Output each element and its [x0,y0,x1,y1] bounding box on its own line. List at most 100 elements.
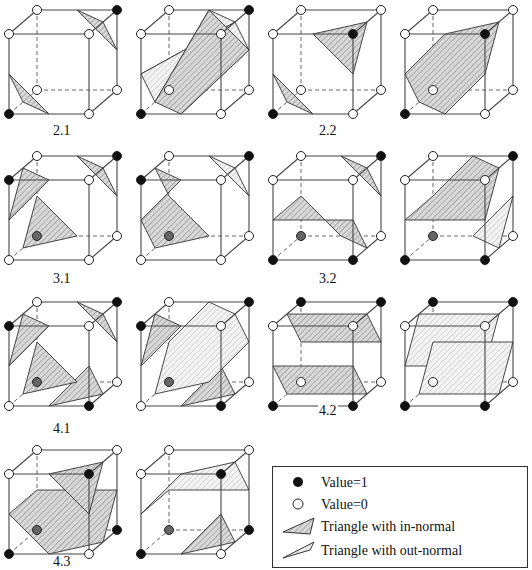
cube-edge [221,450,249,474]
cube-vertex [137,322,146,331]
cube-vertex [269,322,278,331]
cube-vertex [401,110,410,119]
cube-vertex [33,86,42,95]
cube-edge [273,33,353,34]
cube-vertex [377,6,386,15]
cube-edge [352,180,353,260]
cube-edge [485,382,513,406]
cube-edge [89,10,117,34]
cube-vertex [137,110,146,119]
cube-vertex [349,402,358,411]
cube-vertex [33,232,42,241]
cube-vertex [349,30,358,39]
cube-edge [273,10,301,34]
cube-edge [248,302,249,382]
cube-edge [353,382,381,406]
iso-triangle [23,342,77,394]
cube-vertex [33,152,42,161]
cube-edge [512,10,513,90]
cube-edge [9,553,89,554]
legend-box: Value=1Value=0Triangle with in-normalTri… [272,466,528,568]
cube-vertex [85,256,94,265]
cube-edge [9,473,89,474]
cube-vertex [297,232,306,241]
cube-edge [9,179,89,180]
hidden-edge [273,236,301,260]
iso-triangle [419,342,513,394]
iso-triangle [313,22,367,74]
cube-edge [485,10,513,34]
cube-edge [220,474,221,554]
cube-edge [301,155,381,156]
case-label: 2.2 [318,124,338,138]
cube-edge [485,90,513,114]
legend-text: Value=0 [321,498,368,512]
cube-vertex [165,152,174,161]
cube-vertex [5,550,14,559]
cube-edge [353,10,381,34]
cube-edge [221,530,249,554]
cube-edge [169,449,249,450]
iso-triangle [9,490,117,554]
cube-edge [273,325,353,326]
cube-vertex [509,6,518,15]
cube-edge [352,34,353,114]
case-label: 3.2 [318,272,338,286]
iso-triangle [49,462,103,514]
cube-vertex [165,446,174,455]
cube-edge [116,450,117,530]
hidden-edge [405,236,433,260]
cube-edge [116,10,117,90]
cube-vertex [85,110,94,119]
cube-edge [9,259,89,260]
cube-edge [405,405,485,406]
cube-edge [88,474,89,554]
cube-edge [221,382,249,406]
cube-edge [301,9,381,10]
cube-vertex [217,176,226,185]
cube-edge [433,9,513,10]
cube-edge [141,302,169,326]
cube-edge [248,10,249,90]
cube-edge [405,10,433,34]
cube-edge [433,155,513,156]
iso-triangle [9,74,49,114]
iso-triangle [155,302,249,394]
cube-edge [353,236,381,260]
cube-edge [273,156,301,180]
cube-edge [8,180,9,260]
cube-vertex [33,298,42,307]
cube-vertex [509,298,518,307]
cube-edge [405,179,485,180]
cube-vertex [481,110,490,119]
hidden-edge [301,90,381,91]
cube-edge [405,156,433,180]
cube-vertex [113,152,122,161]
cube-edge [89,382,117,406]
cube-edge [353,302,381,326]
cube-vertex [481,322,490,331]
cube-vertex [5,256,14,265]
cube-vertex [429,86,438,95]
iso-triangle [405,22,499,114]
cube-edge [484,34,485,114]
legend-triangle [283,542,314,558]
cube-edge [220,180,221,260]
cube-vertex [481,30,490,39]
cube-edge [140,474,141,554]
iso-triangle [273,74,313,114]
cube-edge [220,34,221,114]
cube-vertex [5,30,14,39]
cube-edge [353,156,381,180]
cube-vertex [137,30,146,39]
cube-vertex [85,176,94,185]
case-label: 4.2 [318,404,338,418]
cube-vertex [85,322,94,331]
cube-edge [37,9,117,10]
cube-edge [9,405,89,406]
cube-vertex [509,232,518,241]
cube-edge [141,473,221,474]
cube-edge [116,302,117,382]
legend-triangle [283,518,314,534]
cube-vertex [429,152,438,161]
